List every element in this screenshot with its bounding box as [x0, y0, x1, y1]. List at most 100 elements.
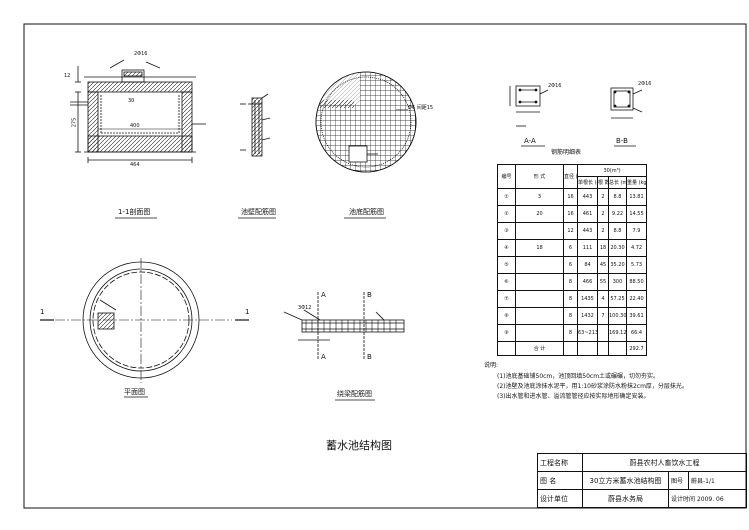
rebar-total: 169.12: [608, 324, 627, 342]
rebar-length: 461: [577, 205, 598, 223]
note-item-1: (1)池底基础铺50cm，池顶回填50cm土或碾碾，切勿夯实。: [497, 373, 660, 380]
rebar-length: 1435: [577, 290, 598, 308]
notes-title: 说明:: [484, 362, 499, 369]
tb-project-value: 蔚县农村人畜饮水工程: [582, 453, 747, 472]
rebar-no: ⑥: [497, 273, 516, 291]
bottom-rebar-drawing: [315, 71, 417, 173]
col-total-len: 总长 (m): [608, 176, 627, 189]
cut-a-top: A: [321, 291, 326, 299]
section-1-1-drawing: [70, 59, 206, 163]
col-shape: 形 式: [515, 164, 564, 189]
rebar-weight: 66.4: [625, 324, 648, 342]
rebar-total: 9.22: [608, 205, 627, 223]
tb-date-cell: 设计时间 2009. 06: [668, 489, 747, 508]
section-a-bar: 2Φ16: [548, 83, 562, 89]
rebar-dia: 16: [563, 205, 578, 223]
rebar-count: [597, 324, 609, 342]
tb-date-label: 设计时间: [671, 496, 696, 503]
title-block: 工程名称 蔚县农村人畜饮水工程 图 名 30立方米蓄水池结构图 图号 蔚县-1/…: [537, 453, 747, 508]
rebar-count: 45: [597, 256, 609, 274]
rebar-count: 55: [597, 273, 609, 291]
tb-date-value: 2009. 06: [696, 496, 724, 503]
dim-label-12: 12: [64, 73, 71, 79]
rebar-dia: 8: [563, 290, 578, 308]
rebar-dia: 8: [563, 307, 578, 325]
tb-drawing-label: 图 名: [537, 471, 583, 490]
cut-mark-left: 1: [40, 308, 45, 316]
dim-label-275: 275: [71, 117, 78, 128]
rebar-length: 1432: [577, 307, 598, 325]
rebar-dia: 12: [563, 222, 578, 240]
col-length: 单根长 (cm): [577, 176, 598, 189]
rebar-count: 2: [597, 205, 609, 223]
section-b-drawing: [610, 87, 643, 119]
ring-beam-drawing: [283, 292, 405, 360]
total-label: 合 计: [515, 341, 564, 356]
total-cell-blank: [597, 341, 609, 356]
rebar-count: 4: [597, 290, 609, 308]
rebar-weight: 39.61: [625, 307, 648, 325]
section-b-bar: 2Φ16: [638, 81, 652, 87]
col-volume: 30(m³): [576, 164, 648, 177]
total-cell-blank: [608, 341, 627, 356]
rebar-count: 2: [597, 188, 609, 206]
rebar-no: ②: [497, 205, 516, 223]
rebar-weight: 7.9: [625, 222, 648, 240]
rebar-total: 20.30: [608, 239, 627, 257]
cut-b-bottom: B: [367, 353, 372, 361]
ring-beam-title: 绕梁配筋图: [337, 390, 372, 398]
col-dia: 直径 (mm): [563, 164, 578, 189]
rebar-table: 编号 形 式 直径 (mm) 30(m³) 单根长 (cm) 根 数 总长 (m…: [497, 164, 648, 356]
dim-label-464: 464: [130, 162, 140, 168]
rebar-total: 35.20: [608, 256, 627, 274]
total-cell-blank: [563, 341, 578, 356]
rebar-count: 2: [597, 222, 609, 240]
rebar-dia: 6: [563, 239, 578, 257]
rebar-shape: [515, 222, 564, 240]
rebar-shape: 18: [515, 239, 564, 257]
rebar-no: ④: [497, 239, 516, 257]
rebar-no: ⑧: [497, 307, 516, 325]
col-count: 根 数: [597, 176, 609, 189]
section-b-title: B-B: [616, 137, 628, 145]
section-a-title: A-A: [524, 137, 536, 145]
note-item-3: (3)出水管和进水管、溢流管管径应按实际地形确定安装。: [497, 393, 650, 400]
mesh-label: Φ6 间距15: [408, 105, 434, 111]
cut-mark-right: 1: [245, 308, 250, 316]
col-no: 编号: [497, 164, 516, 189]
tb-unit-label: 设计单位: [537, 489, 583, 508]
section-a-drawing: [509, 85, 549, 127]
tb-number-value: 蔚县-1/1: [688, 471, 747, 490]
rebar-length: 443: [577, 188, 598, 206]
rebar-total: 8.8: [608, 188, 627, 206]
rebar-length: 466: [577, 273, 598, 291]
note-item-2: (2)池壁及池底涂抹水泥平，用1:10砂浆涂防水粉抹2cm厚，分层抹光。: [497, 383, 688, 390]
rebar-shape: [515, 324, 564, 342]
wall-rebar-title: 池壁配筋图: [241, 208, 276, 216]
rebar-length: 84: [577, 256, 598, 274]
tb-project-label: 工程名称: [537, 453, 583, 472]
rebar-dia: 6: [563, 256, 578, 274]
rebar-dia: 8: [563, 324, 578, 342]
tb-number-label: 图号: [668, 471, 689, 490]
rebar-weight: 4.72: [625, 239, 648, 257]
rebar-no: ③: [497, 222, 516, 240]
rebar-no: ⑨: [497, 324, 516, 342]
rebar-no: ①: [497, 188, 516, 206]
rebar-table-title: 钢筋明细表: [551, 149, 582, 156]
rebar-shape: 20: [515, 205, 564, 223]
rebar-shape: [515, 307, 564, 325]
rebar-length: 63~213: [577, 324, 598, 342]
rebar-total: 100.30: [608, 307, 627, 325]
rebar-dia: 16: [563, 188, 578, 206]
plan-title: 平面图: [124, 388, 145, 396]
cut-a-bottom: A: [321, 353, 326, 361]
section-1-1-title: 1-1剖面图: [118, 208, 151, 216]
dim-label-inner: 30: [128, 98, 135, 104]
